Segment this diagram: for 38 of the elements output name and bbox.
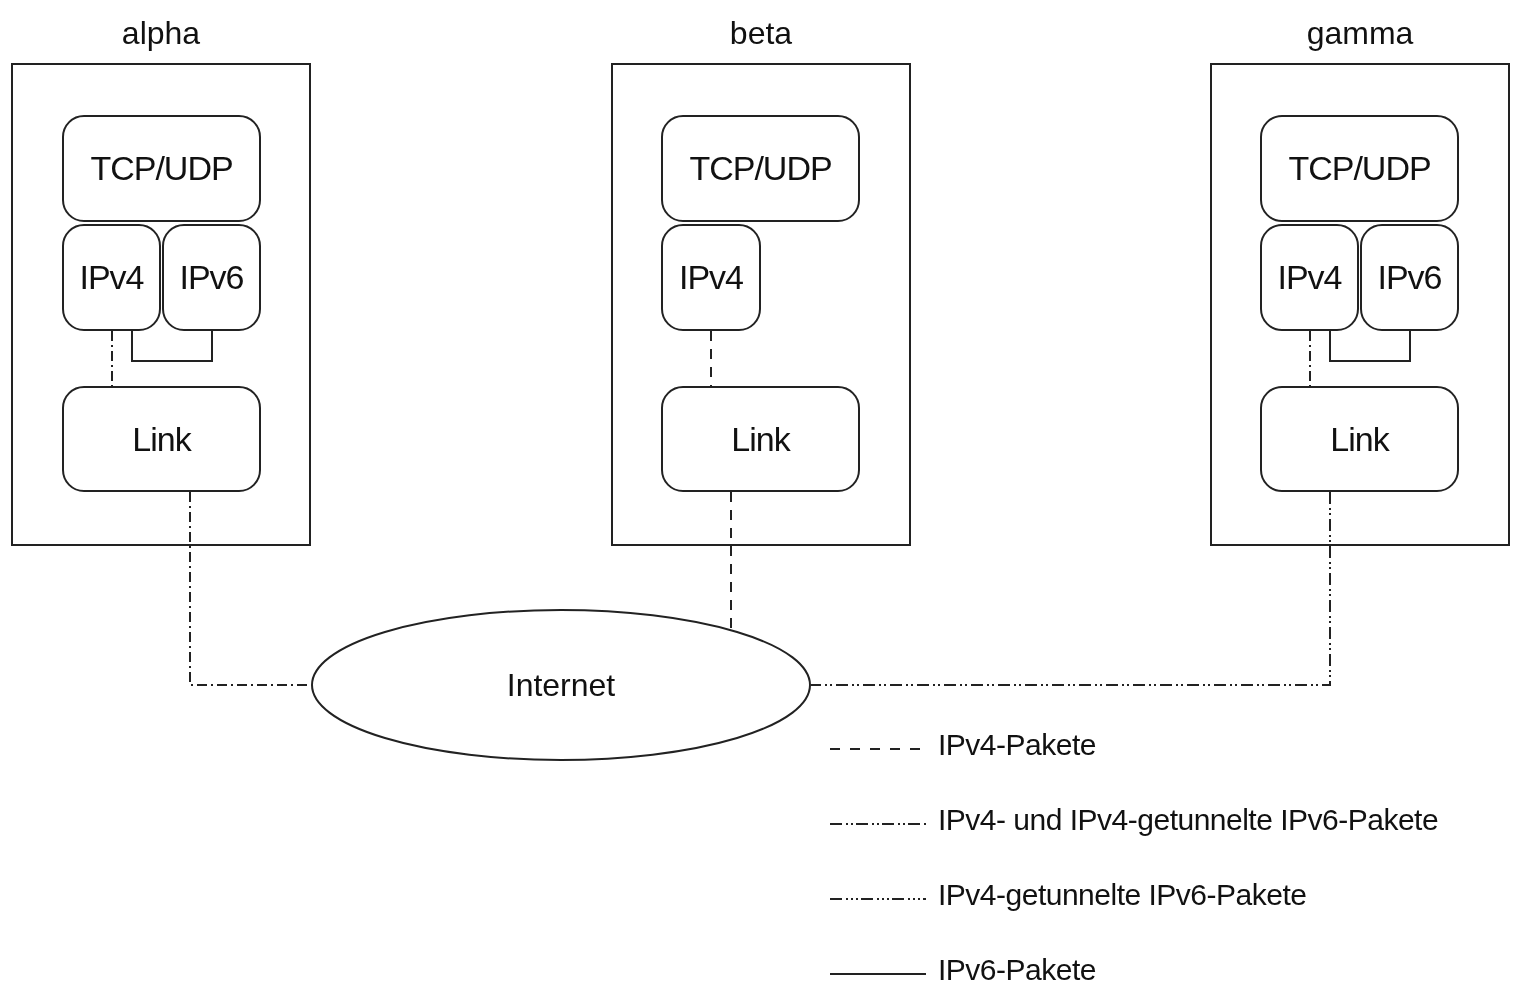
host-name: alpha: [121, 15, 201, 52]
connector-line: [730, 491, 732, 631]
protocol-layer-box: [62, 115, 261, 222]
network-ellipse: [311, 609, 811, 761]
protocol-layer-box: [162, 224, 261, 331]
connector-line: [1329, 330, 1411, 362]
legend-text: IPv4-getunnelte IPv6-Pakete: [938, 878, 1307, 912]
legend-text: IPv4- und IPv4-getunnelte IPv6-Pakete: [938, 803, 1439, 837]
layer-label: TCP/UDP: [90, 149, 233, 188]
protocol-layer-box: [1260, 224, 1359, 331]
layer-label: Link: [1330, 419, 1389, 459]
network-label: Internet: [506, 666, 616, 704]
layer-label: TCP/UDP: [689, 149, 832, 188]
protocol-layer-box: [1260, 115, 1459, 222]
legend-text: IPv6-Pakete: [938, 953, 1096, 987]
layer-label: Link: [132, 419, 191, 459]
protocol-layer-box: [62, 386, 261, 492]
layer-label: IPv6: [1377, 258, 1442, 297]
layer-label: TCP/UDP: [1288, 149, 1431, 188]
protocol-layer-box: [661, 115, 860, 222]
protocol-layer-box: [661, 386, 860, 492]
protocol-layer-box: [62, 224, 161, 331]
layer-label: Link: [731, 419, 790, 459]
host-name: gamma: [1306, 15, 1414, 52]
connector-line: [111, 330, 113, 387]
layer-label: IPv4: [678, 258, 743, 297]
connector-line: [710, 330, 712, 387]
host-name: beta: [729, 15, 793, 52]
protocol-layer-box: [1260, 386, 1459, 492]
legend-text: IPv4-Pakete: [938, 728, 1096, 762]
connector-line: [1309, 330, 1311, 387]
layer-label: IPv6: [179, 258, 244, 297]
connector-line: [810, 491, 1331, 686]
protocol-layer-box: [661, 224, 761, 331]
connector-line: [131, 330, 213, 362]
layer-label: IPv4: [79, 258, 144, 297]
protocol-layer-box: [1360, 224, 1459, 331]
layer-label: IPv4: [1277, 258, 1342, 297]
